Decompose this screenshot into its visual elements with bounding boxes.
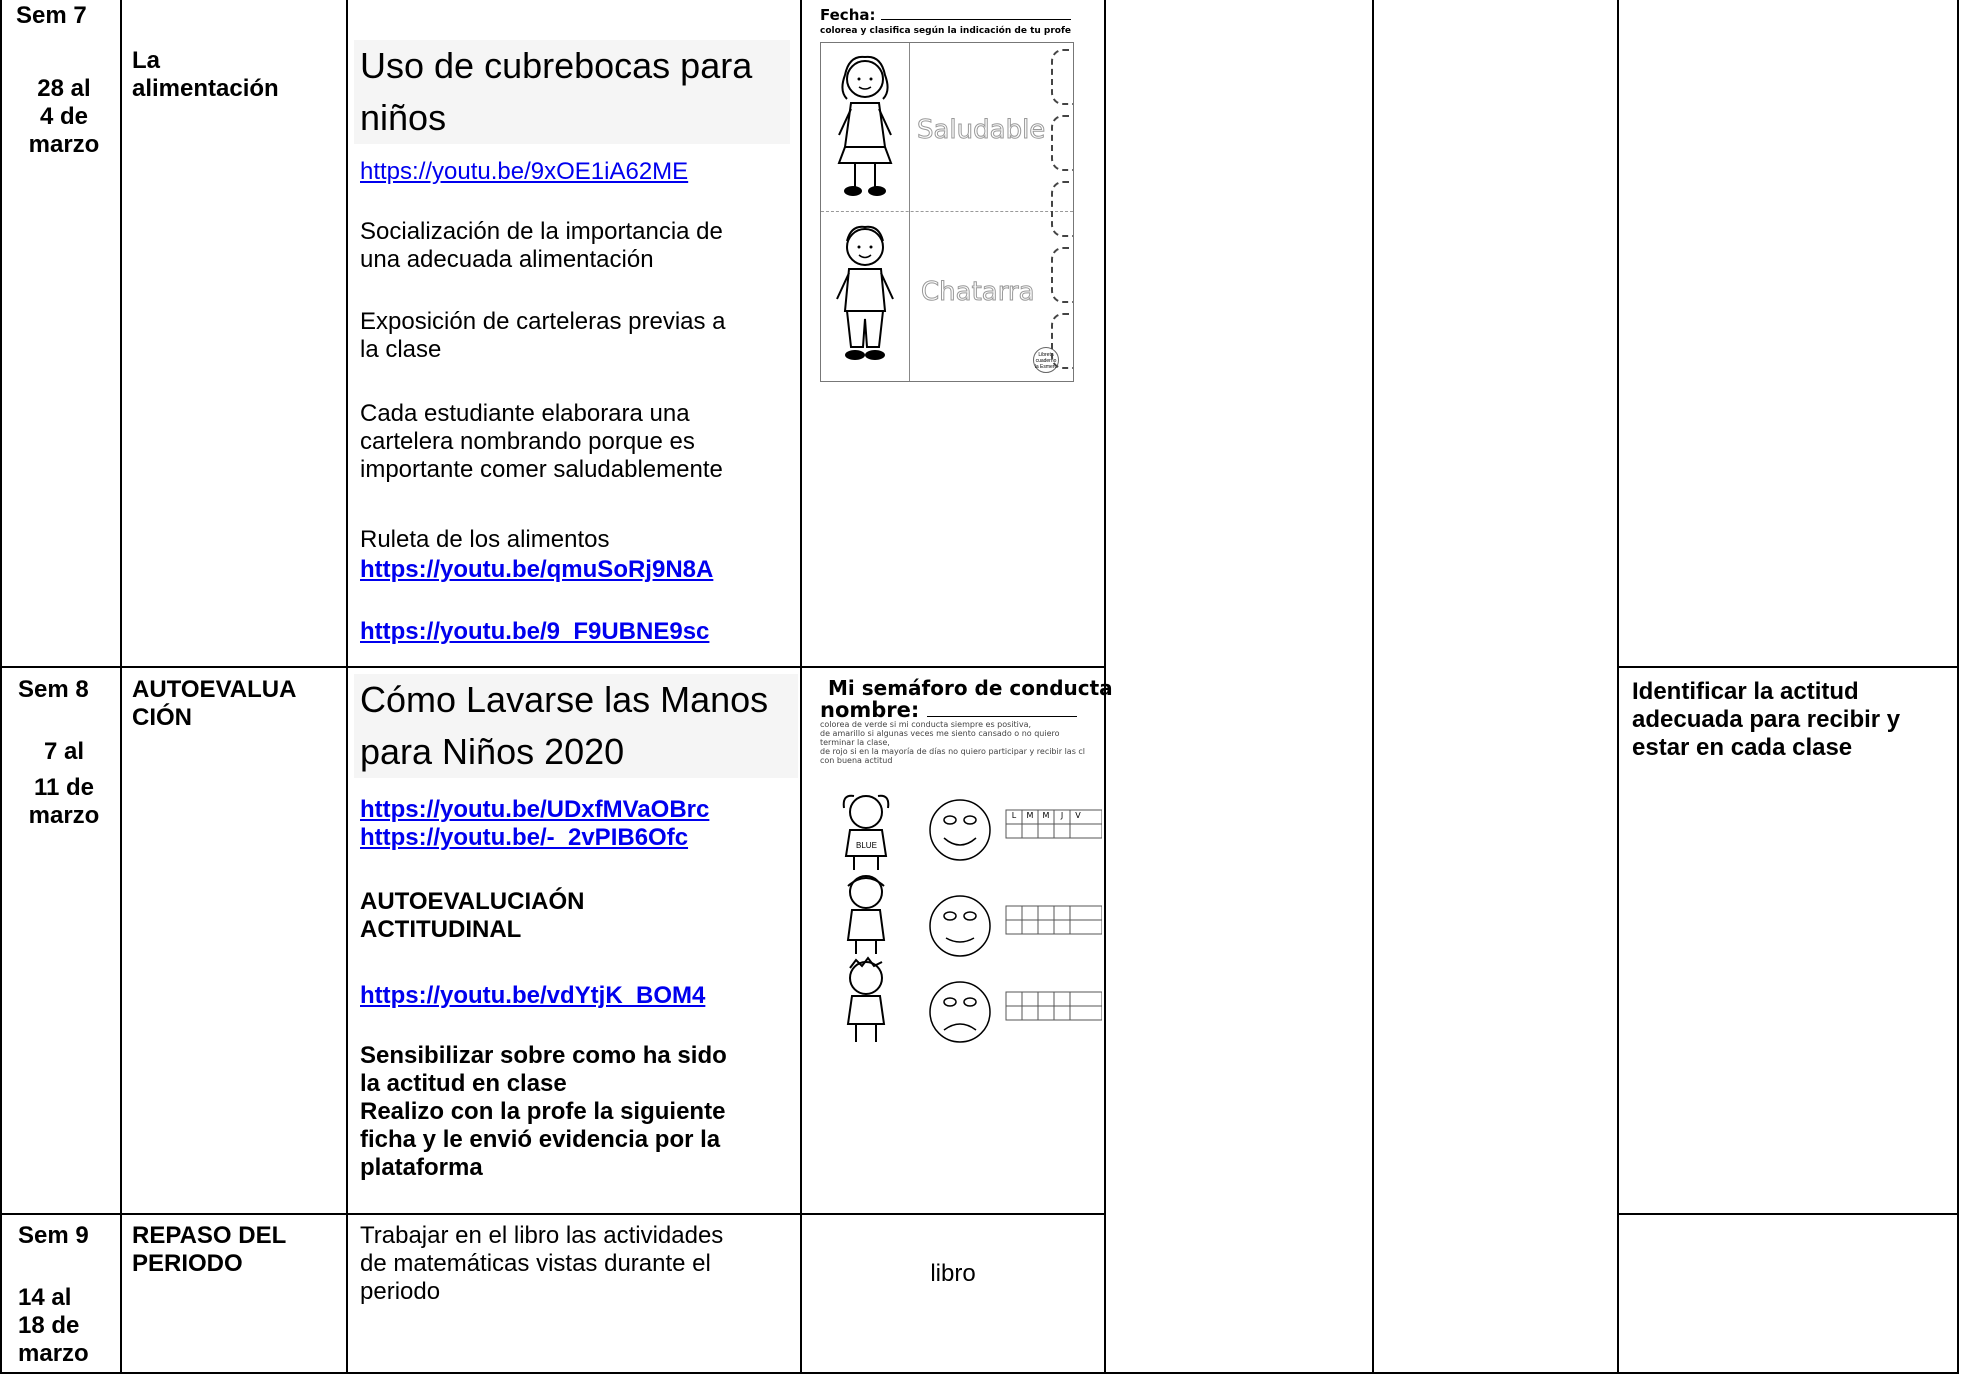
grid-line-row1-bottom <box>0 666 1104 668</box>
video-link[interactable]: https://youtu.be/UDxfMVaOBrc <box>360 796 710 823</box>
week-label: Sem 7 <box>16 2 87 29</box>
grid-line-col2 <box>346 0 348 1374</box>
girl-illustration <box>837 55 893 196</box>
week-label: Sem 8 <box>18 676 89 703</box>
grid-line-col4 <box>1104 0 1106 1374</box>
week-dates: 7 al 11 de marzo <box>28 738 100 829</box>
grid-line-col6 <box>1617 0 1619 1374</box>
junk-label: Chatarra <box>921 277 1036 308</box>
kid-illustration <box>846 875 886 954</box>
sad-face-icon <box>929 981 991 1043</box>
boy-illustration <box>836 225 894 360</box>
kid-illustration: BLUE <box>842 794 890 870</box>
classification-worksheet: Saludable Chatarra Libreta cuaderno la E… <box>820 42 1074 382</box>
video-link[interactable]: https://youtu.be/qmuSoRj9N8A <box>360 556 714 583</box>
cutout-slot <box>1051 313 1073 369</box>
worksheet-title: Mi semáforo de conducta <box>828 676 1113 700</box>
activity-text: Socialización de la importancia de una a… <box>360 218 723 273</box>
grid-line-col1 <box>120 0 122 1374</box>
worksheet-instruction: colorea y clasifica según la indicación … <box>820 26 1072 36</box>
cutout-slot <box>1051 247 1073 303</box>
worksheet-date-label: Fecha: <box>820 6 1071 24</box>
topic-label: REPASO DEL PERIODO <box>132 1222 287 1277</box>
grid-line-col3 <box>800 0 802 1374</box>
healthy-label: Saludable <box>916 115 1046 146</box>
video-title: Cómo Lavarse las Manos para Niños 2020 <box>354 674 798 778</box>
week-dates: 28 al 4 de marzo <box>28 75 100 158</box>
grid-line-left <box>0 0 2 1374</box>
worksheet-instructions: colorea de verde si mi conducta siempre … <box>820 720 1086 765</box>
activity-text: Trabajar en el libro las actividades de … <box>360 1222 724 1305</box>
day-grid <box>1005 809 1102 1021</box>
cutout-slot <box>1051 115 1073 171</box>
grid-line-row2-bottom <box>0 1213 1104 1215</box>
behavior-chart-illustration: BLUE <box>842 794 1102 1043</box>
activity-text: Ruleta de los alimentos <box>360 526 610 553</box>
video-link[interactable]: https://youtu.be/9xOE1iA62ME <box>360 158 689 185</box>
section-heading: AUTOEVALUCIAÓN ACTITUDINAL <box>360 888 585 943</box>
kid-illustration <box>846 956 886 1042</box>
cutout-slot <box>1051 49 1073 105</box>
grid-line-col5 <box>1372 0 1374 1374</box>
activity-text: Cada estudiante elaborara una cartelera … <box>360 400 723 483</box>
grid-line-row2-bottom-right <box>1617 1213 1959 1215</box>
week-dates: 14 al 18 de marzo <box>18 1284 89 1367</box>
neutral-face-icon <box>929 895 991 957</box>
objective-text: Identificar la actitud adecuada para rec… <box>1632 678 1901 761</box>
video-link[interactable]: https://youtu.be/-_2vPIB6Ofc <box>360 824 689 851</box>
svg-text:BLUE: BLUE <box>856 841 877 850</box>
happy-face-icon <box>929 799 991 861</box>
topic-label: AUTOEVALUA CIÓN <box>132 676 297 731</box>
video-title: Uso de cubrebocas para niños <box>354 40 790 144</box>
resource-text: libro <box>930 1260 976 1287</box>
worksheet-divider <box>821 211 1073 212</box>
worksheet-name-label: nombre: <box>820 698 1077 722</box>
topic-label: La alimentación <box>132 47 279 102</box>
video-link[interactable]: https://youtu.be/9_F9UBNE9sc <box>360 618 710 645</box>
activity-text: Exposición de carteleras previas a la cl… <box>360 308 726 363</box>
activity-text: Sensibilizar sobre como ha sido la actit… <box>360 1042 727 1181</box>
grid-line-right <box>1957 0 1959 1374</box>
grid-line-row1-bottom-right <box>1617 666 1959 668</box>
week-label: Sem 9 <box>18 1222 89 1249</box>
grid-line-bottom <box>0 1372 1959 1374</box>
video-link[interactable]: https://youtu.be/vdYtjK_BOM4 <box>360 982 706 1009</box>
cutout-slot <box>1051 181 1073 237</box>
worksheet-divider <box>909 43 910 381</box>
